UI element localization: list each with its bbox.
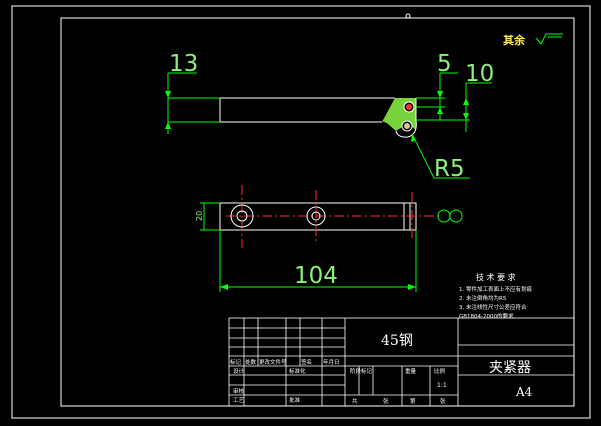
roughness-symbol-icon (535, 33, 563, 45)
tech-req-line-3: 3. 未注线性尺寸公差应符合 (459, 303, 527, 311)
tech-req-line-4: GB1804-2000的要求 (459, 312, 514, 320)
title-block-text: 45钢 夹紧器 A4 1:1 标记 处数 更改文件号 签名 年月日 设计 标准化… (230, 333, 533, 405)
dim-20-label: 20 (195, 211, 204, 221)
label-weight: 重量 (405, 367, 417, 375)
cursor-marker (405, 13, 411, 19)
label-signature: 签名 (301, 358, 312, 366)
sheet-size-text: A4 (515, 385, 533, 399)
label-process: 工艺 (233, 397, 245, 404)
label-design: 设计 (233, 367, 245, 375)
dim-10-label: 10 (465, 61, 494, 87)
title-block (228, 317, 575, 407)
material-text: 45钢 (381, 333, 413, 349)
label-standardize: 标准化 (289, 367, 306, 375)
hole-middle (306, 206, 326, 226)
label-total: 共 (352, 397, 358, 405)
label-no: 第 (410, 397, 416, 405)
tech-req-line-2: 2. 未注倒角均为R5 (459, 294, 507, 302)
label-sheet-a: 张 (383, 397, 389, 405)
label-mark: 标记 (230, 358, 242, 366)
label-count: 处数 (245, 358, 257, 366)
top-view: 13 5 10 R5 (165, 51, 494, 182)
part-name-text: 夹紧器 (489, 360, 531, 376)
tech-req-title: 技 术 要 求 (476, 272, 516, 282)
hole-left (230, 204, 254, 228)
scale-text: 1:1 (437, 382, 447, 389)
dim-r5-label: R5 (434, 156, 465, 182)
label-ratio: 比例 (434, 367, 446, 375)
label-approve: 批准 (289, 396, 301, 404)
label-review: 审核 (233, 387, 245, 395)
surface-mark-text: 其余 (503, 33, 526, 47)
dim-104-label: 104 (294, 263, 338, 289)
label-sheet-b: 张 (440, 397, 446, 405)
dim-5-label: 5 (437, 51, 452, 77)
tech-req-line-1: 1. 零件加工表面上不应有划痕 (459, 285, 532, 293)
front-view: 20 104 (195, 185, 463, 292)
technical-requirements: 技 术 要 求 1. 零件加工表面上不应有划痕 2. 未注倒角均为R5 3. 未… (459, 272, 532, 320)
label-change-doc: 更改文件号 (259, 358, 287, 366)
outer-border (11, 5, 591, 419)
label-date: 年月日 (323, 358, 340, 366)
label-stage-mark: 阶段标记 (350, 367, 373, 375)
dim-13-label: 13 (169, 51, 198, 77)
